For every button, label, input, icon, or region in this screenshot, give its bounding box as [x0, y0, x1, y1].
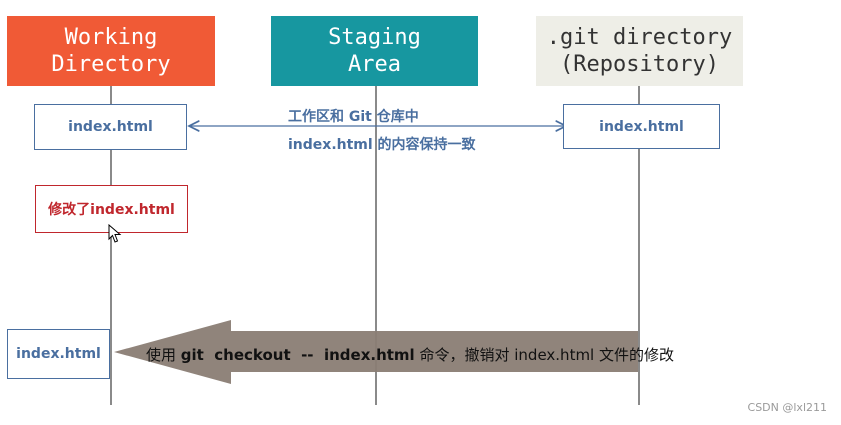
- staging-area-header-line1: Staging: [328, 25, 421, 50]
- repository-header: .git directory (Repository): [536, 16, 743, 86]
- working-directory-header-line2: Directory: [51, 52, 171, 77]
- caption-suffix: 文件的修改: [594, 346, 675, 364]
- repo-index-html-box: index.html: [563, 104, 720, 149]
- working-index-html-label: index.html: [68, 119, 153, 135]
- sync-note-line1: 工作区和 Git 仓库中: [288, 109, 419, 125]
- caption-command: git checkout -- index.html: [180, 346, 415, 364]
- modified-index-html-label: 修改了index.html: [48, 202, 175, 218]
- restored-index-html-label: index.html: [16, 346, 101, 362]
- working-index-html-box: index.html: [34, 104, 187, 150]
- restored-index-html-box: index.html: [7, 329, 110, 379]
- watermark: CSDN @lxl211: [747, 401, 827, 414]
- checkout-command-arrow: [114, 320, 638, 384]
- repo-index-html-label: index.html: [599, 118, 684, 135]
- caption-prefix: 使用: [146, 346, 181, 364]
- working-directory-header: Working Directory: [7, 16, 215, 86]
- working-directory-lifeline: [110, 85, 112, 405]
- staging-area-header: Staging Area: [271, 16, 478, 86]
- repository-header-line1: .git directory: [546, 25, 733, 50]
- caption-file: index.html: [514, 346, 595, 364]
- checkout-command-caption: 使用 git checkout -- index.html 命令，撤销对 ind…: [146, 344, 674, 365]
- caption-middle: 命令，撤销对: [414, 346, 515, 364]
- mouse-cursor-icon: [108, 224, 122, 243]
- staging-area-header-line2: Area: [348, 52, 401, 77]
- repository-header-line2: (Repository): [560, 52, 719, 77]
- staging-area-lifeline: [375, 85, 377, 405]
- sync-note-line2: index.html 的内容保持一致: [288, 137, 476, 153]
- modified-index-html-box: 修改了index.html: [35, 185, 188, 233]
- working-directory-header-line1: Working: [64, 25, 158, 50]
- repository-lifeline: [638, 85, 640, 405]
